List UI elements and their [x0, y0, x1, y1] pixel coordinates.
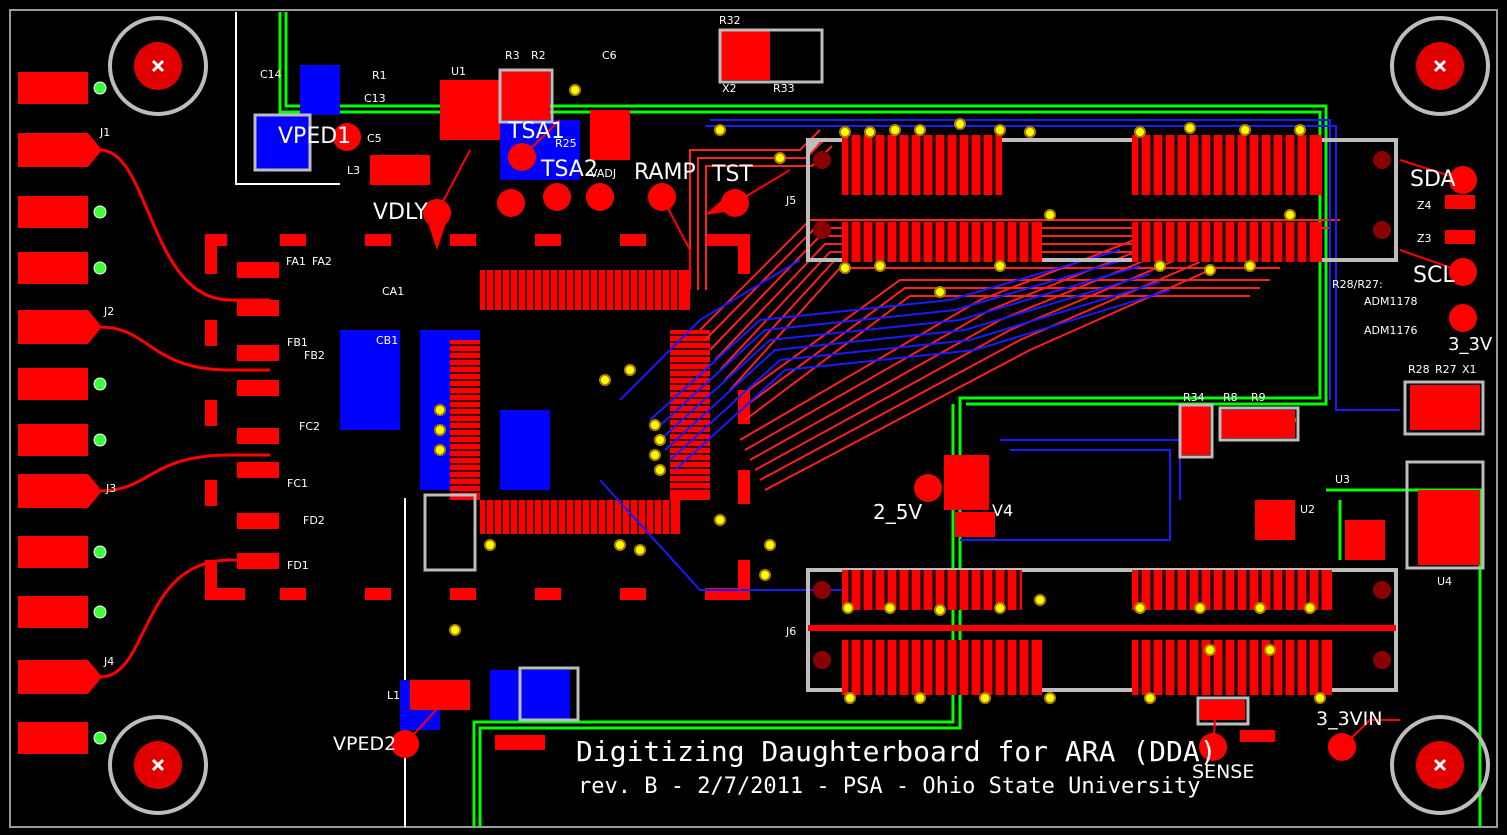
ref-u1: U1	[451, 65, 467, 78]
ref-z3: Z3	[1417, 232, 1432, 245]
ref-r33: R33	[773, 82, 795, 95]
connector-label-j3: J3	[106, 482, 117, 495]
ref-r8: R8	[1223, 391, 1238, 404]
ref-fc2: FC2	[299, 420, 321, 433]
connector-label-j2: J2	[104, 305, 115, 318]
mounting-hole	[108, 16, 1490, 815]
board-revision: rev. B - 2/7/2011 - PSA - Ohio State Uni…	[578, 774, 1201, 799]
ref-fa2: FA2	[312, 255, 332, 268]
note-adm-b: ADM1176	[1364, 324, 1418, 337]
board-title: Digitizing Daughterboard for ARA (DDA)	[576, 735, 1217, 768]
ref-fb1: FB1	[287, 336, 308, 349]
ref-r28: R28	[1408, 363, 1430, 376]
ref-cb1: CB1	[376, 334, 399, 347]
ref-fa1: FA1	[286, 255, 306, 268]
connector-label-j5: J5	[786, 194, 797, 207]
ref-c5: C5	[367, 132, 382, 145]
ref-r27: R27	[1435, 363, 1457, 376]
ref-ca1: CA1	[382, 285, 405, 298]
test-point-label-vped1: VPED1	[278, 124, 352, 149]
ref-fc1: FC1	[287, 477, 309, 490]
ref-fd1: FD1	[287, 559, 309, 572]
ref-fd2: FD2	[303, 514, 325, 527]
test-point-label-vped2: VPED2	[333, 733, 397, 755]
test-point-label-vadj: VADJ	[590, 167, 617, 180]
ref-l1: L1	[387, 689, 401, 702]
connector-label-j4: J4	[104, 655, 115, 668]
ref-r9: R9	[1251, 391, 1266, 404]
test-point-label-tsa2: TSA2	[541, 157, 598, 182]
test-point-label-sense: SENSE	[1192, 761, 1255, 783]
ref-r34: R34	[1183, 391, 1205, 404]
ref-l3: L3	[347, 164, 361, 177]
ref-u4: U4	[1437, 575, 1453, 588]
connector-j5	[806, 138, 1398, 262]
connector-label-j1: J1	[100, 126, 111, 139]
ref-c14: C14	[260, 68, 282, 81]
note-r28-r27: R28/R27:	[1332, 278, 1383, 291]
test-point-label-3-3vin: 3_3VIN	[1316, 708, 1383, 730]
test-point-label-tsa1: TSA1	[508, 119, 565, 144]
test-point-label-2-5v: 2_5V	[873, 500, 923, 524]
ref-r32: R32	[719, 14, 741, 27]
ref-c6: C6	[602, 49, 617, 62]
ref-x2: X2	[722, 82, 737, 95]
test-point-label-ramp: RAMP	[634, 160, 696, 185]
ref-r3: R3	[505, 49, 520, 62]
ref-c13: C13	[364, 92, 386, 105]
test-point-label-sda: SDA	[1410, 167, 1456, 192]
ref-r25: R25	[555, 137, 577, 150]
test-point-label-3-3v: 3_3V	[1448, 334, 1493, 355]
test-point-label-tst: TST	[712, 162, 753, 187]
ref-r1: R1	[372, 69, 387, 82]
ref-r2: R2	[531, 49, 546, 62]
ref-z4: Z4	[1417, 199, 1432, 212]
ref-x1: X1	[1462, 363, 1477, 376]
test-point-label-scl: SCL	[1413, 263, 1455, 288]
note-adm-a: ADM1178	[1364, 295, 1418, 308]
ref-fb2: FB2	[304, 349, 325, 362]
ref-u2: U2	[1300, 503, 1316, 516]
connector-label-j6: J6	[786, 625, 797, 638]
test-point-label-vdly: VDLY	[373, 200, 428, 225]
ref-u3: U3	[1335, 473, 1351, 486]
ref-v4: V4	[992, 501, 1014, 520]
